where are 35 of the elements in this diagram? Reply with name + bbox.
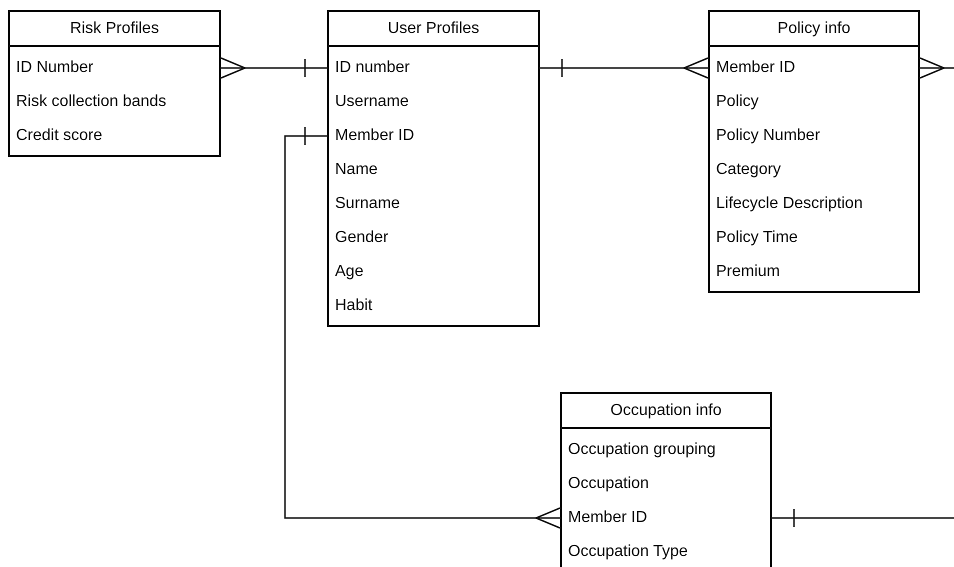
attribute-row: Lifecycle Description	[708, 187, 920, 221]
attribute-row: Username	[327, 85, 540, 119]
attribute-row: Gender	[327, 221, 540, 255]
attribute-row: Surname	[327, 187, 540, 221]
relationship-line	[284, 126, 561, 529]
attribute-row: Member ID	[708, 51, 920, 85]
attribute-row: Habit	[327, 289, 540, 323]
attribute-row: ID Number	[8, 51, 221, 85]
attribute-row: Name	[327, 153, 540, 187]
entity-table	[708, 10, 920, 293]
attribute-row: Occupation Type	[560, 535, 772, 567]
table-title: Policy info	[778, 20, 850, 38]
attribute-row: Credit score	[8, 119, 221, 153]
entity-table	[560, 392, 772, 567]
table-title: User Profiles	[388, 20, 480, 38]
entity-table	[327, 10, 540, 327]
table-title: Occupation info	[610, 402, 722, 420]
attribute-row: Occupation	[560, 467, 772, 501]
attribute-row: Age	[327, 255, 540, 289]
attribute-row: Risk collection bands	[8, 85, 221, 119]
attribute-row: Occupation grouping	[560, 433, 772, 467]
entity-table	[8, 10, 221, 157]
table-title: Risk Profiles	[70, 20, 159, 38]
attribute-row: Category	[708, 153, 920, 187]
attribute-row: Member ID	[327, 119, 540, 153]
attribute-row: Member ID	[560, 501, 772, 535]
attribute-row: Policy Number	[708, 119, 920, 153]
relationship-line	[772, 508, 954, 528]
attribute-row: Premium	[708, 255, 920, 289]
relationship-line	[540, 57, 709, 79]
attribute-row: Policy Time	[708, 221, 920, 255]
relationship-line	[919, 57, 954, 79]
attribute-row: Policy	[708, 85, 920, 119]
relationship-line	[220, 57, 327, 79]
attribute-row: ID number	[327, 51, 540, 85]
